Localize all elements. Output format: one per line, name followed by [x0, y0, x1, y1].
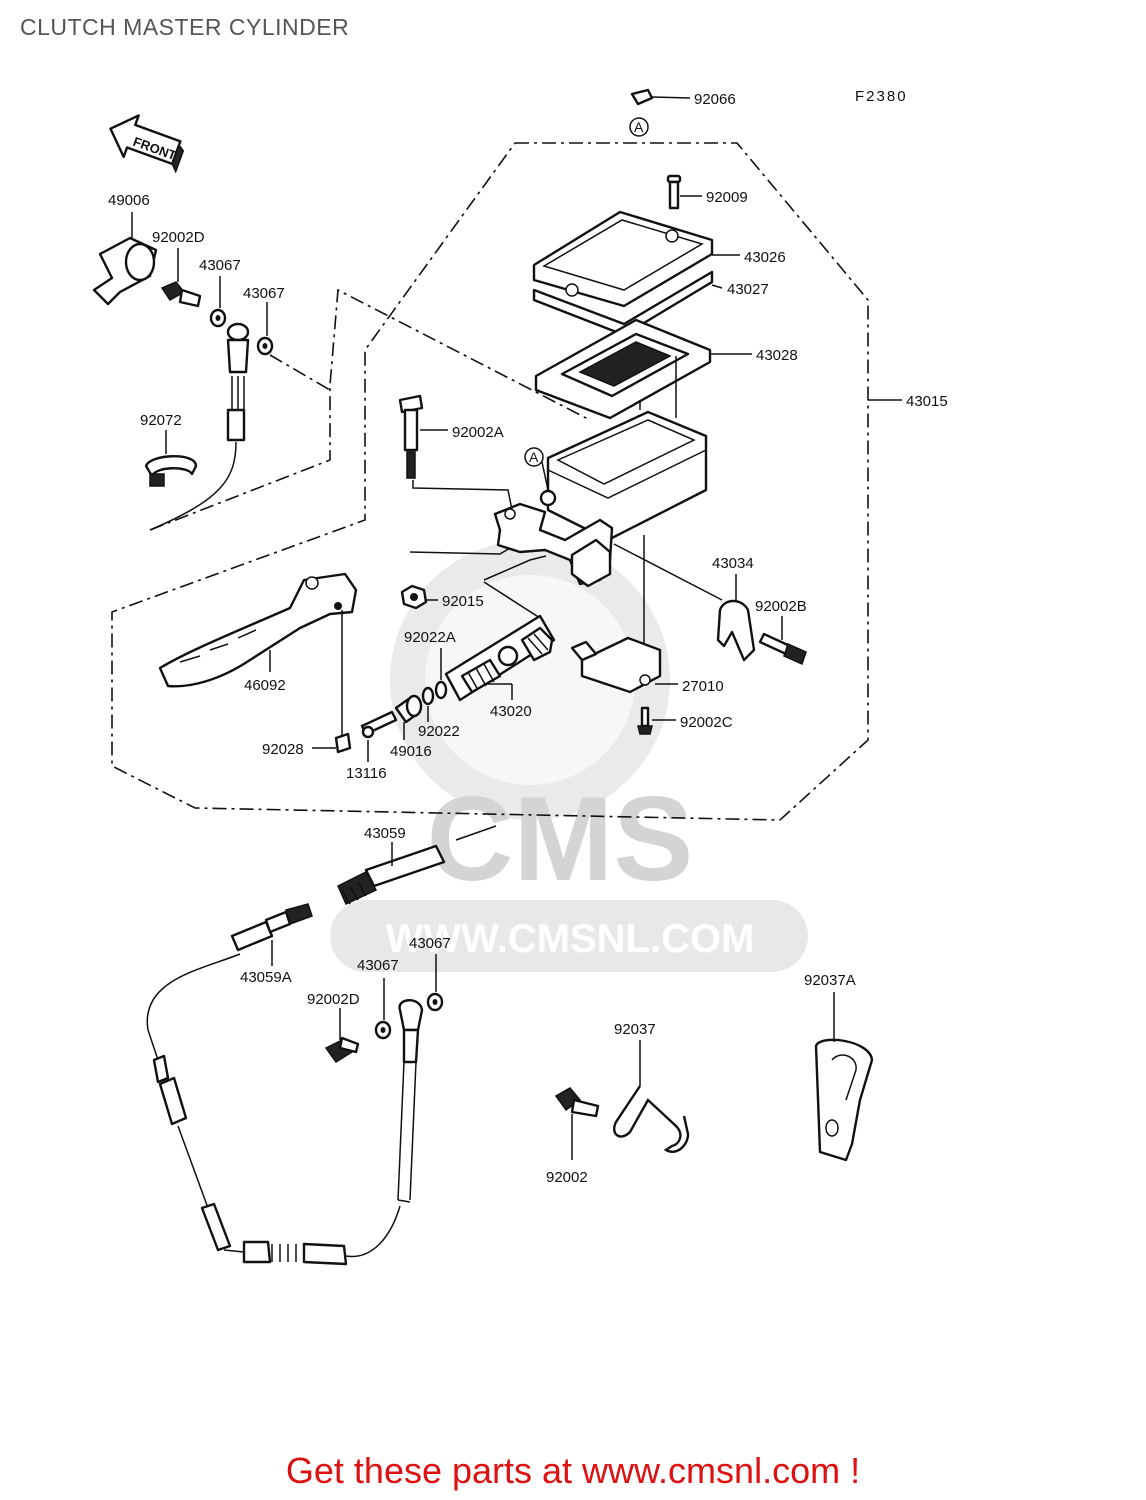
- screw-92009[interactable]: [666, 174, 702, 210]
- pin-92028[interactable]: [312, 732, 352, 754]
- lower-hose[interactable]: [397, 999, 424, 1203]
- label-92037A: 92037A: [804, 972, 856, 989]
- washer-43067-c[interactable]: [426, 954, 444, 1012]
- diaphragm-plate-43027[interactable]: [532, 270, 723, 337]
- figure-code: F2380: [855, 88, 908, 105]
- label-43028: 43028: [756, 347, 798, 364]
- cap-screw-92066[interactable]: [630, 88, 691, 106]
- front-arrow-icon: FRONT: [109, 114, 185, 174]
- banjo-bolt-92002D-bottom[interactable]: [324, 1008, 360, 1064]
- hose-43059[interactable]: [337, 825, 497, 906]
- label-92072: 92072: [140, 412, 182, 429]
- label-43027: 43027: [727, 281, 769, 298]
- screw-92002C[interactable]: [637, 706, 676, 735]
- clamp-43034[interactable]: [716, 574, 756, 662]
- clip-92072[interactable]: [144, 430, 198, 487]
- washer-43067-d[interactable]: [374, 978, 392, 1040]
- label-92009: 92009: [706, 189, 748, 206]
- label-43026: 43026: [744, 249, 786, 266]
- label-43020: 43020: [490, 703, 532, 720]
- washer-92022[interactable]: [421, 686, 435, 722]
- clamp-92037A[interactable]: [814, 992, 874, 1162]
- label-92066: 92066: [694, 91, 736, 108]
- bracket-92037[interactable]: [613, 1040, 690, 1153]
- label-92022A: 92022A: [404, 629, 456, 646]
- dust-boot-49016[interactable]: [394, 694, 423, 740]
- assembly-frame: [111, 142, 869, 821]
- label-92002: 92002: [546, 1169, 588, 1186]
- upper-hose-fitting[interactable]: [149, 322, 250, 531]
- pushrod-13116[interactable]: [360, 710, 398, 762]
- label-92002B: 92002B: [755, 598, 807, 615]
- svg-text:A: A: [634, 119, 644, 135]
- label-92028: 92028: [262, 741, 304, 758]
- svg-text:A: A: [529, 449, 539, 465]
- watermark-brand: CMS: [427, 772, 694, 906]
- washer-43067-b[interactable]: [256, 302, 274, 356]
- label-92002D-top: 92002D: [152, 229, 205, 246]
- label-43067-d: 43067: [357, 957, 399, 974]
- label-43067-a: 43067: [199, 257, 241, 274]
- clutch-lever-46092[interactable]: [158, 572, 358, 736]
- watermark-url: WWW.CMSNL.COM: [386, 917, 755, 961]
- label-46092: 46092: [244, 677, 286, 694]
- page-title: CLUTCH MASTER CYLINDER: [20, 14, 350, 40]
- banjo-bolt-92002D-top[interactable]: [160, 248, 202, 308]
- label-49016: 49016: [390, 743, 432, 760]
- label-92022: 92022: [418, 723, 460, 740]
- nut-92015[interactable]: [400, 584, 438, 610]
- washer-92022A[interactable]: [434, 648, 448, 700]
- washer-43067-a[interactable]: [209, 276, 227, 328]
- label-13116: 13116: [346, 765, 387, 782]
- fitting-43059A[interactable]: [230, 903, 313, 966]
- label-92015: 92015: [442, 593, 484, 610]
- cover-49006[interactable]: [92, 212, 158, 306]
- reservoir-cap-43026[interactable]: [532, 210, 740, 308]
- ref-marker-a-body: A: [524, 447, 549, 491]
- label-43015: 43015: [906, 393, 948, 410]
- label-92037: 92037: [614, 1021, 656, 1038]
- label-92002D-bottom: 92002D: [307, 991, 360, 1008]
- label-27010: 27010: [682, 678, 724, 695]
- footer-link[interactable]: Get these parts at www.cmsnl.com !: [285, 1450, 861, 1491]
- hose-frame: [149, 288, 591, 531]
- lower-cable: [146, 953, 401, 1266]
- label-92002A-top: 92002A: [452, 424, 504, 441]
- label-49006: 49006: [108, 192, 150, 209]
- bolt-92002[interactable]: [554, 1087, 600, 1160]
- label-43059: 43059: [364, 825, 406, 842]
- bolt-92002A[interactable]: [398, 394, 448, 479]
- switch-27010[interactable]: [570, 636, 678, 694]
- label-43059A: 43059A: [240, 969, 292, 986]
- ref-marker-a-top: A: [629, 117, 649, 137]
- piston-assembly-43020[interactable]: [444, 614, 556, 702]
- label-92002C: 92002C: [680, 714, 733, 731]
- bolt-92002B[interactable]: [758, 616, 807, 666]
- watermark: CMS WWW.CMSNL.COM: [330, 540, 808, 972]
- master-cylinder-body[interactable]: [493, 410, 708, 588]
- diaphragm-43028[interactable]: [534, 318, 752, 420]
- label-43034: 43034: [712, 555, 754, 572]
- label-43067-c: 43067: [409, 935, 451, 952]
- label-43067-b: 43067: [243, 285, 285, 302]
